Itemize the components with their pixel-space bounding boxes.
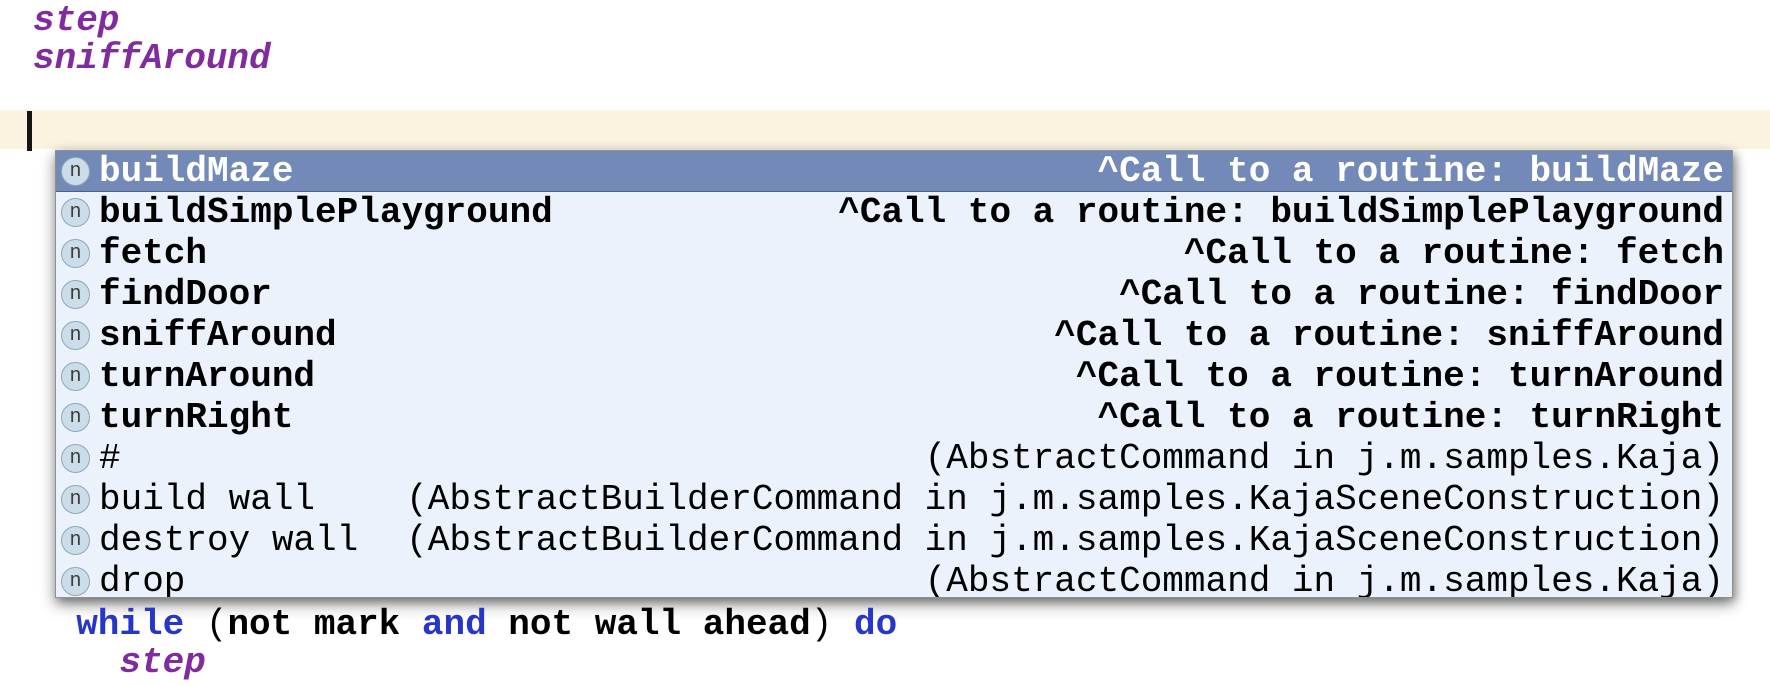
n-circle-icon: n <box>61 280 90 309</box>
code-token: ) <box>810 604 854 645</box>
completion-item-description: (AbstractBuilderCommand in j.m.samples.K… <box>406 479 1724 520</box>
completion-item[interactable]: n turnRight ^Call to a routine: turnRigh… <box>56 397 1732 438</box>
completion-item[interactable]: n buildMaze ^Call to a routine: buildMaz… <box>56 151 1732 192</box>
n-circle-icon: n <box>61 321 90 350</box>
completion-item-description: ^Call to a routine: fetch <box>1183 233 1724 274</box>
completion-item-name: sniffAround <box>99 315 337 356</box>
completion-item-name: turnAround <box>99 356 316 397</box>
completion-item[interactable]: n buildSimplePlayground ^Call to a routi… <box>56 192 1732 233</box>
n-circle-icon: n <box>61 157 90 186</box>
current-line-highlight <box>0 110 1770 149</box>
code-token: and <box>421 604 487 645</box>
code-token: while <box>33 604 185 645</box>
n-circle-icon: n <box>61 239 90 268</box>
completion-item[interactable]: n # (AbstractCommand in j.m.samples.Kaja… <box>56 438 1732 479</box>
code-line: step <box>33 2 271 40</box>
n-circle-icon: n <box>61 362 90 391</box>
n-circle-icon: n <box>61 444 90 473</box>
completion-item[interactable]: n turnAround ^Call to a routine: turnAro… <box>56 356 1732 397</box>
code-token: not mark <box>227 604 422 645</box>
code-line: while (not mark and not wall ahead) do <box>33 606 897 644</box>
completion-item-description: (AbstractCommand in j.m.samples.Kaja) <box>924 561 1724 598</box>
completion-item-name: fetch <box>99 233 208 274</box>
completion-item[interactable]: n sniffAround ^Call to a routine: sniffA… <box>56 315 1732 356</box>
completion-item[interactable]: n destroy wall (AbstractBuilderCommand i… <box>56 520 1732 561</box>
code-below: while (not mark and not wall ahead) do s… <box>33 606 897 682</box>
code-token: ( <box>184 604 228 645</box>
completion-item-name: # <box>99 438 121 479</box>
completion-item-description: ^Call to a routine: buildSimplePlaygroun… <box>838 192 1724 233</box>
n-circle-icon: n <box>61 526 90 555</box>
code-token: do <box>853 604 898 645</box>
code-line: sniffAround <box>33 40 271 78</box>
completion-item-description: ^Call to a routine: buildMaze <box>1097 151 1724 192</box>
code-token: not wall ahead <box>486 604 811 645</box>
completion-item-name: buildSimplePlayground <box>99 192 553 233</box>
completion-item-name: turnRight <box>99 397 294 438</box>
n-circle-icon: n <box>61 198 90 227</box>
completion-item-name: buildMaze <box>99 151 294 192</box>
completion-item-name: destroy wall <box>99 520 359 561</box>
completion-item[interactable]: n fetch ^Call to a routine: fetch <box>56 233 1732 274</box>
code-token <box>33 642 119 683</box>
code-line: step <box>33 644 897 682</box>
completion-list: n buildMaze ^Call to a routine: buildMaz… <box>56 151 1732 598</box>
completion-popup: n buildMaze ^Call to a routine: buildMaz… <box>55 150 1733 598</box>
n-circle-icon: n <box>61 403 90 432</box>
code-token: sniffAround <box>33 38 271 79</box>
completion-item[interactable]: n drop (AbstractCommand in j.m.samples.K… <box>56 561 1732 598</box>
completion-item-description: ^Call to a routine: findDoor <box>1119 274 1724 315</box>
completion-item-description: (AbstractBuilderCommand in j.m.samples.K… <box>406 520 1724 561</box>
code-token: step <box>33 0 120 41</box>
completion-item[interactable]: n build wall (AbstractBuilderCommand in … <box>56 479 1732 520</box>
completion-item-description: (AbstractCommand in j.m.samples.Kaja) <box>924 438 1724 479</box>
n-circle-icon: n <box>61 485 90 514</box>
n-circle-icon: n <box>61 567 90 596</box>
completion-item-description: ^Call to a routine: sniffAround <box>1054 315 1724 356</box>
completion-item-name: findDoor <box>99 274 272 315</box>
text-cursor <box>27 111 32 151</box>
code-token: step <box>119 642 206 683</box>
completion-item-description: ^Call to a routine: turnAround <box>1075 356 1724 397</box>
completion-item-name: drop <box>99 561 186 598</box>
completion-item-name: build wall <box>99 479 316 520</box>
completion-item-description: ^Call to a routine: turnRight <box>1097 397 1724 438</box>
completion-item[interactable]: n findDoor ^Call to a routine: findDoor <box>56 274 1732 315</box>
